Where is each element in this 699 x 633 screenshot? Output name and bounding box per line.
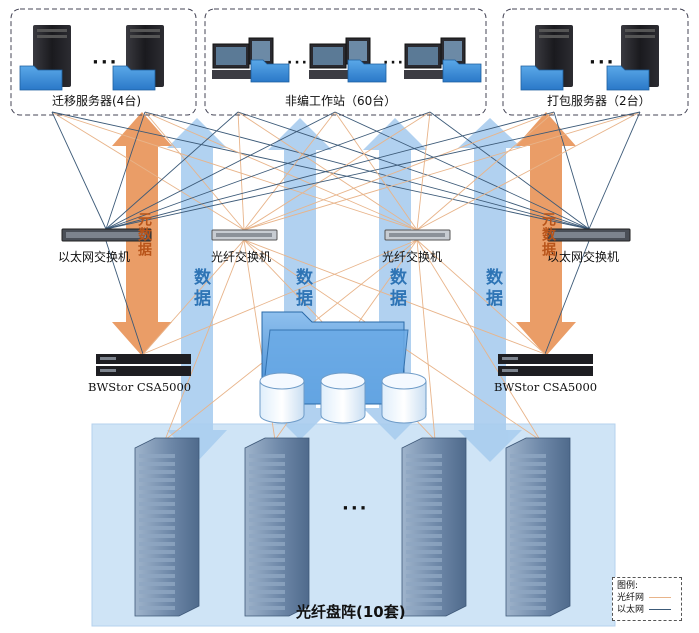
ethernet-link bbox=[51, 111, 590, 230]
data-label-1: 数据 bbox=[190, 268, 210, 310]
folder-icon bbox=[19, 65, 63, 91]
packaging-server-left bbox=[520, 25, 573, 91]
fiber-link bbox=[416, 111, 555, 231]
migration-server-group bbox=[10, 8, 197, 116]
ethernet-switch-left-label: 以太网交换机 bbox=[58, 250, 131, 264]
ethernet-link bbox=[105, 240, 144, 355]
metadata-label-left: 元数据 bbox=[136, 212, 152, 257]
data-label-2: 数据 bbox=[292, 268, 312, 310]
fiber-switch-left-label: 光纤交换机 bbox=[211, 250, 272, 264]
packaging-server-group bbox=[502, 8, 689, 116]
legend: 图例: 光纤网 以太网 bbox=[612, 577, 682, 621]
ethernet-link bbox=[544, 240, 590, 355]
ethernet-link bbox=[105, 111, 431, 230]
workstation-group bbox=[204, 8, 487, 116]
folder-icon bbox=[347, 59, 387, 83]
bwstor-node-left bbox=[96, 354, 191, 376]
fiber-array-racks bbox=[134, 437, 571, 617]
fiber-link bbox=[334, 111, 418, 231]
legend-fiber-swatch bbox=[648, 597, 671, 598]
workstation-2 bbox=[309, 37, 387, 83]
folder-icon bbox=[606, 65, 650, 91]
fiber-switch-right bbox=[384, 229, 451, 241]
fiber-link bbox=[142, 239, 418, 355]
storage-rack-3 bbox=[401, 437, 467, 617]
workstation-3 bbox=[404, 37, 482, 83]
disk-cylinders bbox=[259, 372, 427, 424]
packaging-server-right bbox=[606, 25, 659, 91]
fiber-link bbox=[144, 111, 418, 231]
fiber-link bbox=[51, 111, 418, 231]
ethernet-link bbox=[105, 111, 146, 230]
ethernet-switch-right-label: 以太网交换机 bbox=[547, 250, 620, 264]
ethernet-switch-left bbox=[61, 228, 152, 242]
ethernet-link bbox=[51, 111, 107, 230]
ethernet-link bbox=[553, 111, 590, 230]
fiber-link bbox=[164, 239, 245, 441]
ethernet-link bbox=[334, 111, 590, 230]
metadata-label-right: 元数据 bbox=[540, 212, 556, 257]
packaging-server-label: 打包服务器（2台） bbox=[547, 94, 651, 108]
legend-title: 图例: bbox=[617, 581, 639, 591]
folder-icon bbox=[520, 65, 564, 91]
folder-icon bbox=[250, 59, 290, 83]
network-links bbox=[51, 111, 641, 441]
workstation-label: 非编工作站（60台） bbox=[285, 94, 397, 108]
metadata-arrow-right bbox=[516, 112, 576, 356]
fiber-link bbox=[416, 239, 436, 441]
fiber-link bbox=[416, 111, 431, 231]
fiber-array-title: 光纤盘阵(10套) bbox=[296, 603, 406, 621]
fiber-switch-right-label: 光纤交换机 bbox=[382, 250, 443, 264]
fiber-link bbox=[243, 239, 546, 355]
data-label-4: 数据 bbox=[482, 268, 502, 310]
ethernet-link bbox=[429, 111, 590, 230]
ethernet-link bbox=[105, 111, 239, 230]
fiber-link bbox=[243, 111, 336, 231]
folder-icon bbox=[112, 65, 156, 91]
fiber-link bbox=[416, 111, 641, 231]
fiber-link bbox=[243, 111, 641, 231]
fiber-link bbox=[237, 111, 245, 231]
data-label-3: 数据 bbox=[386, 268, 406, 310]
legend-ethernet-label: 以太网 bbox=[617, 605, 645, 615]
legend-fiber-label: 光纤网 bbox=[617, 593, 645, 603]
fiber-link bbox=[51, 111, 245, 231]
fiber-link bbox=[243, 111, 555, 231]
legend-ethernet-row: 以太网 bbox=[617, 604, 677, 616]
storage-rack-1 bbox=[134, 437, 200, 617]
ethernet-link bbox=[105, 111, 336, 230]
migration-server-label: 迁移服务器(4台) bbox=[52, 94, 141, 108]
fiber-link bbox=[142, 239, 245, 355]
fiber-link bbox=[243, 111, 431, 231]
bwstor-right-label: BWStor CSA5000 bbox=[494, 380, 598, 394]
fiber-link bbox=[144, 111, 245, 231]
storage-rack-4 bbox=[505, 437, 571, 617]
migration-server-left bbox=[19, 25, 71, 91]
bwstor-node-right bbox=[498, 354, 593, 376]
fiber-link bbox=[416, 239, 541, 441]
ethernet-link bbox=[105, 111, 555, 230]
ethernet-link bbox=[144, 111, 590, 230]
migration-server-right bbox=[112, 25, 164, 91]
bwstor-left-label: BWStor CSA5000 bbox=[88, 380, 192, 394]
legend-fiber-row: 光纤网 bbox=[617, 592, 677, 604]
workstation-dots-b: ··· bbox=[383, 55, 405, 71]
folder-icon bbox=[442, 59, 482, 83]
workstation-1 bbox=[212, 37, 290, 83]
fiber-switch-left bbox=[211, 229, 278, 241]
migration-server-dots: ··· bbox=[92, 52, 119, 73]
ethernet-switch-right bbox=[547, 228, 631, 242]
fiber-link bbox=[416, 239, 546, 355]
legend-ethernet-swatch bbox=[648, 609, 671, 610]
array-dots: ··· bbox=[342, 498, 369, 519]
packaging-server-dots: ··· bbox=[589, 52, 616, 73]
ethernet-link bbox=[105, 111, 641, 230]
storage-rack-2 bbox=[244, 437, 310, 617]
ethernet-link bbox=[588, 111, 641, 230]
workstation-dots-a: ··· bbox=[287, 55, 309, 71]
